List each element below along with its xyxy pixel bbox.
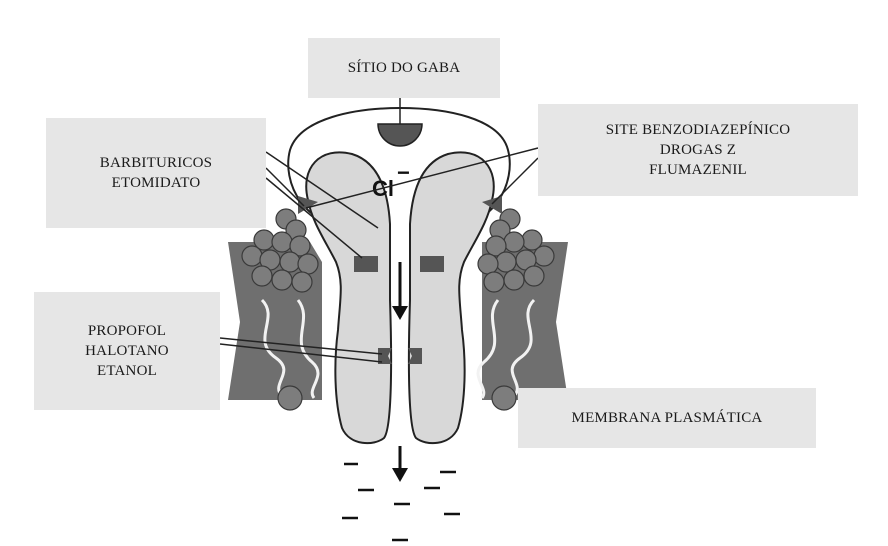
label-propofol: PROPOFOL HALOTANO ETANOL [34,292,220,410]
label-propofol-line3: ETANOL [97,361,157,381]
barbiturate-site-right [420,256,444,272]
label-benzodiazepine-site: SITE BENZODIAZEPÍNICO DROGAS Z FLUMAZENI… [538,104,858,196]
label-plasma-membrane: MEMBRANA PLASMÁTICA [518,388,816,448]
label-benzodiazepine-line2: DROGAS Z [660,140,736,160]
label-propofol-line2: HALOTANO [85,341,169,361]
plasma-membrane [228,242,568,400]
ion-flow-arrow [392,262,408,320]
label-barbiturates-line2: ETOMIDATO [112,173,201,193]
lipid-bead-bottom-left [278,386,302,410]
gaba-binding-site [378,124,422,146]
receptor-subunit-right [409,152,494,443]
label-gaba-site-text: SÍTIO DO GABA [348,58,461,78]
label-benzodiazepine-line1: SITE BENZODIAZEPÍNICO [606,120,791,140]
barbiturate-site-left [354,256,378,272]
label-benzodiazepine-line3: FLUMAZENIL [649,160,747,180]
label-gaba-site: SÍTIO DO GABA [308,38,500,98]
ion-exit-arrow [392,446,408,482]
lipid-bead-bottom-right [492,386,516,410]
label-propofol-line1: PROPOFOL [88,321,166,341]
label-barbiturates: BARBITURICOS ETOMIDATO [46,118,266,228]
label-plasma-membrane-text: MEMBRANA PLASMÁTICA [572,408,763,428]
label-barbiturates-line1: BARBITURICOS [100,153,212,173]
lipid-beads-right [478,209,554,292]
